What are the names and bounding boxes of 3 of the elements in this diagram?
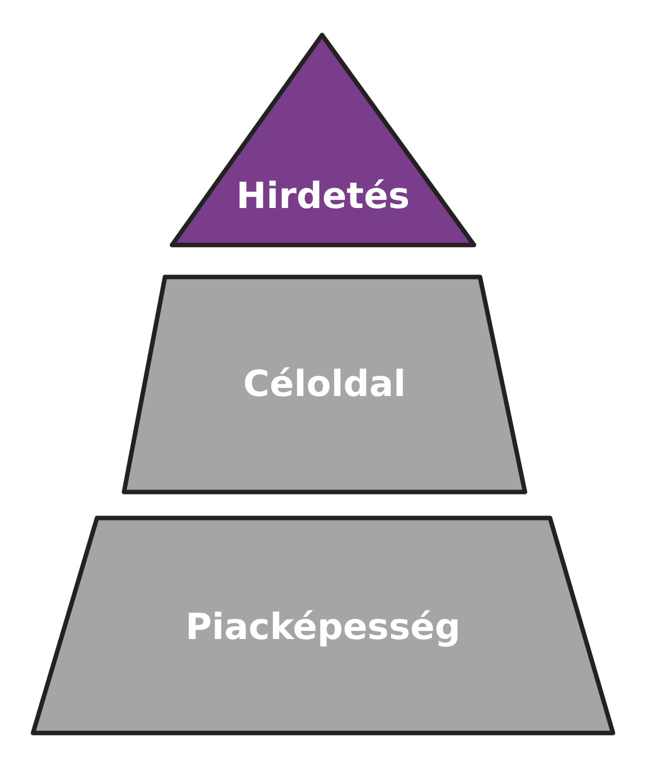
- tier-label: Céloldal: [243, 363, 406, 407]
- tier-label: Hirdetés: [236, 175, 410, 219]
- tier-label: Piacképesség: [186, 606, 460, 650]
